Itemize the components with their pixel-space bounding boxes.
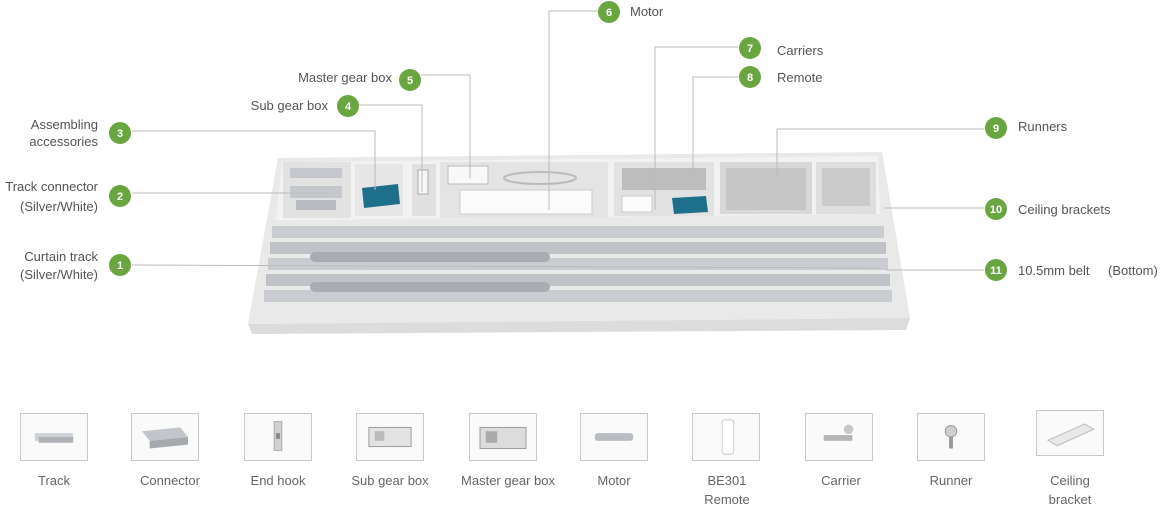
part-thumbnail [692, 413, 760, 461]
leader-lines [131, 10, 984, 271]
callout-5: 5 Master gear box [298, 69, 421, 91]
callout-label: Master gear box [298, 70, 392, 85]
callout-badge [399, 69, 421, 91]
callout-label: Sub gear box [251, 98, 329, 113]
callout-number: 5 [407, 75, 413, 87]
callout-label: 10.5mm belt [1018, 263, 1090, 278]
callout-number: 11 [990, 265, 1002, 277]
part-label-line: Motor [597, 473, 631, 488]
callout-label-note: (Bottom) [1108, 263, 1158, 278]
part-thumbnail [580, 413, 648, 461]
callout-badge [985, 117, 1007, 139]
callout-number: 3 [117, 128, 123, 140]
part-thumbnail [805, 413, 873, 461]
carrier-icon [823, 424, 854, 441]
callout-number: 8 [747, 72, 753, 84]
part-label: Track [0, 471, 114, 490]
callout-label: (Silver/White) [20, 267, 98, 282]
callout-label: (Silver/White) [20, 199, 98, 214]
callout-badge [109, 254, 131, 276]
callout-layer: 1 Curtain track (Silver/White) 2 Track conne… [5, 1, 1158, 282]
part-label: Connector [110, 471, 230, 490]
part-label-line: bracket [1048, 492, 1092, 507]
part-label-line: Sub gear box [351, 473, 429, 488]
callout-badge [739, 66, 761, 88]
callout-6: 6 Motor [598, 1, 664, 23]
callout-9: 9 Runners [985, 117, 1068, 139]
track-icon [34, 433, 74, 443]
master-gear-box-icon [479, 426, 527, 449]
callout-badge [739, 37, 761, 59]
packaging-box [248, 152, 910, 334]
callout-number: 10 [990, 204, 1002, 216]
remote-icon [721, 419, 735, 455]
callout-label: Track connector [5, 179, 98, 194]
part-label-line: Carrier [821, 473, 861, 488]
part-thumbnail [356, 413, 424, 461]
callout-label: Motor [630, 4, 664, 19]
callout-badge [109, 122, 131, 144]
part-thumbnail [917, 413, 985, 461]
callout-label: Runners [1018, 119, 1068, 134]
end-hook-icon [273, 421, 283, 451]
callout-badge [985, 198, 1007, 220]
part-label-line: Track [37, 473, 71, 488]
callout-label: Ceiling brackets [1018, 202, 1111, 217]
part-thumbnail [244, 413, 312, 461]
part-label-line: Runner [929, 473, 973, 488]
callout-2: 2 Track connector (Silver/White) [5, 179, 131, 214]
callout-badge [337, 95, 359, 117]
callout-number: 9 [993, 123, 999, 135]
connector-icon [142, 427, 188, 449]
part-label: End hook [218, 471, 338, 490]
part-label: Runner [891, 471, 1011, 490]
callout-label: Assembling [31, 117, 98, 132]
callout-8: 8 Remote [739, 66, 823, 88]
callout-4: 4 Sub gear box [251, 95, 359, 117]
track-rails [264, 226, 892, 302]
part-thumbnail [1036, 410, 1104, 456]
part-label: Carrier [781, 471, 901, 490]
callout-label: Curtain track [24, 249, 98, 264]
callout-3: 3 Assembling accessories [29, 117, 131, 149]
callout-label: accessories [29, 134, 98, 149]
part-thumbnail [469, 413, 537, 461]
callout-number: 4 [345, 101, 352, 113]
callout-number: 6 [606, 7, 612, 19]
motor-icon [594, 433, 634, 441]
callout-1: 1 Curtain track (Silver/White) [20, 249, 131, 282]
part-label-line: Connector [140, 473, 200, 488]
callout-badge [598, 1, 620, 23]
callout-label: Remote [777, 70, 823, 85]
part-label: Motor [554, 471, 674, 490]
part-label-line: BE301 [707, 473, 747, 488]
part-label: Ceiling bracket [1010, 471, 1130, 509]
callout-label: Carriers [777, 43, 824, 58]
runner-icon [944, 425, 958, 449]
part-label-line: Master gear box [461, 473, 555, 488]
part-thumbnail [20, 413, 88, 461]
callout-badge [109, 185, 131, 207]
callout-7: 7 Carriers [739, 37, 824, 59]
part-thumbnail [131, 413, 199, 461]
part-label-line: Ceiling [1050, 473, 1090, 488]
callout-number: 2 [117, 191, 123, 203]
part-label-line: End hook [250, 473, 306, 488]
callout-10: 10 Ceiling brackets [985, 198, 1111, 220]
part-label: Sub gear box [330, 471, 450, 490]
callout-11: 11 10.5mm belt (Bottom) [985, 259, 1158, 281]
part-label: Master gear box [448, 471, 568, 490]
callout-number: 7 [747, 43, 753, 55]
sub-gear-box-icon [368, 426, 412, 448]
ceiling-bracket-icon [1047, 423, 1095, 447]
part-label-line: Remote [704, 492, 750, 507]
callout-number: 1 [117, 260, 123, 272]
callout-badge [985, 259, 1007, 281]
